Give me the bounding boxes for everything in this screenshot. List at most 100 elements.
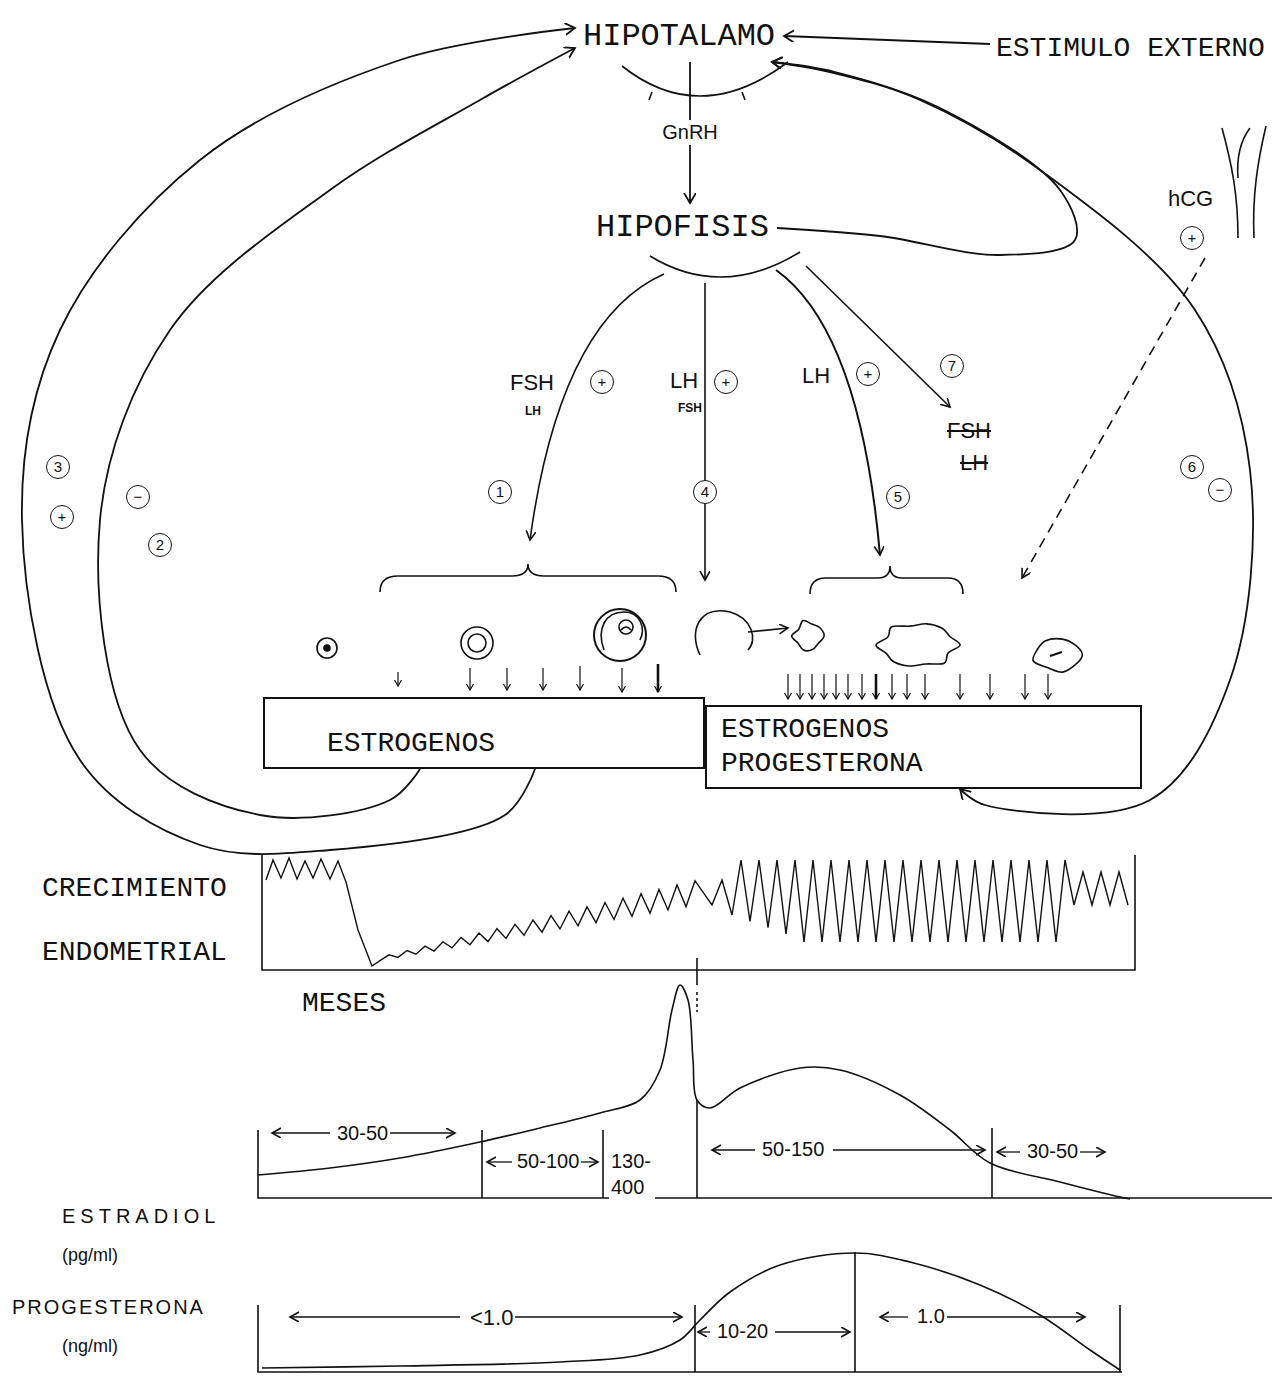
hormone-label: FSH xyxy=(676,402,704,416)
hormone-label: LH xyxy=(958,450,990,475)
range-arrow xyxy=(390,1132,455,1133)
secretion-arrow xyxy=(924,674,925,699)
luteal-body xyxy=(1033,639,1082,672)
secretion-arrow xyxy=(506,668,507,690)
secretion-arrow xyxy=(799,674,800,699)
secretion-arrow xyxy=(579,666,580,690)
callout-number: 4 xyxy=(693,480,717,504)
range-arrow xyxy=(997,1151,1020,1152)
range-arrow xyxy=(880,1316,908,1317)
axis-title: PROGESTERONA xyxy=(10,1296,207,1319)
follicle xyxy=(317,638,337,658)
feedback-connector xyxy=(772,62,1253,814)
chart-tick xyxy=(696,992,698,1012)
secretion-arrow xyxy=(835,674,836,699)
secretion-arrow xyxy=(1024,674,1025,699)
oocyte xyxy=(468,634,486,652)
axis-title: MESES xyxy=(300,988,388,1020)
secretion-arrow xyxy=(811,674,812,699)
range-value: 30-50 xyxy=(1025,1140,1080,1163)
secretion-arrow xyxy=(861,674,862,699)
sign-mark: + xyxy=(1180,226,1204,250)
hormone-label: LH xyxy=(800,363,832,388)
range-arrow xyxy=(1078,1151,1105,1152)
luteal-body xyxy=(876,624,960,666)
hormone-label: LH xyxy=(668,368,700,393)
secretion-arrow xyxy=(959,674,960,699)
estradiol-curve xyxy=(258,985,1130,1199)
sign-mark: + xyxy=(50,505,74,529)
vessel-symbol xyxy=(1222,126,1266,238)
range-arrow xyxy=(272,1132,330,1133)
secretion-arrow xyxy=(906,674,907,699)
brain-region: HIPOTALAMO xyxy=(575,12,784,62)
secretion-arrow xyxy=(1047,674,1048,699)
hormone-box: ESTROGENOS PROGESTERONA xyxy=(705,705,1142,789)
secretion-arrow xyxy=(875,674,878,699)
gland-region: HIPOFISIS xyxy=(588,203,777,253)
feedback-connector xyxy=(772,62,1077,255)
ovulation-arrow xyxy=(748,628,788,632)
hcg-arrow xyxy=(1022,258,1205,578)
hypothalamus-arc xyxy=(622,62,788,96)
hormone-label: FSH xyxy=(945,418,993,443)
range-value: 30-50 xyxy=(335,1122,390,1145)
follicle xyxy=(594,609,646,661)
follicle-antrum xyxy=(601,612,642,650)
hormone-arrow xyxy=(704,283,706,580)
node-text: ESTROGENOS xyxy=(327,727,693,761)
oocyte xyxy=(619,620,633,634)
range-value: 130-400 xyxy=(609,1148,655,1200)
node-text: ESTIMULO EXTERNO xyxy=(996,32,1265,66)
oocyte xyxy=(621,627,631,630)
range-value: 50-100 xyxy=(515,1150,581,1173)
sign-mark: + xyxy=(714,370,738,394)
albicans-mark xyxy=(1050,652,1062,656)
range-value: 50-150 xyxy=(760,1138,826,1161)
node-text: HIPOFISIS xyxy=(596,209,769,247)
sign-mark: − xyxy=(126,485,150,509)
secretion-arrow xyxy=(469,668,470,690)
follicle xyxy=(461,627,493,659)
chart-frame xyxy=(258,1252,1122,1372)
callout-number: 7 xyxy=(940,354,964,378)
secretion-arrow xyxy=(787,674,788,699)
chart-frame xyxy=(262,855,1135,970)
range-arrow xyxy=(833,1149,985,1150)
range-value: <1.0 xyxy=(468,1305,515,1330)
callout-number: 3 xyxy=(46,455,70,479)
secretion-arrow xyxy=(621,668,622,692)
range-value: 10-20 xyxy=(715,1320,770,1343)
callout-number: 2 xyxy=(148,533,172,557)
hormone-label: hCG xyxy=(1166,186,1215,211)
sign-mark: + xyxy=(856,362,880,386)
hormone-arrow xyxy=(776,270,880,555)
secretion-arrow xyxy=(542,668,543,690)
secretion-arrow xyxy=(989,674,990,699)
node-text: HIPOTALAMO xyxy=(583,18,776,56)
chart-tick xyxy=(696,958,698,985)
chart-group xyxy=(258,620,1130,1370)
chart-frame xyxy=(258,1100,1272,1198)
sign-mark: + xyxy=(590,370,614,394)
range-arrow xyxy=(945,1316,1085,1317)
callout-number: 5 xyxy=(886,485,910,509)
pituitary-arc xyxy=(650,252,800,277)
range-value: 1.0 xyxy=(915,1305,947,1328)
ovulation-figure xyxy=(695,611,752,655)
hormone-box: ESTROGENOS xyxy=(263,697,705,769)
unit-label: (ng/ml) xyxy=(60,1336,120,1357)
unit-label: (pg/ml) xyxy=(60,1245,120,1266)
oocyte xyxy=(324,645,330,651)
secretion-arrow xyxy=(823,674,824,699)
callout-number: 6 xyxy=(1180,455,1204,479)
secretion-arrow xyxy=(847,674,848,699)
sign-mark: − xyxy=(1208,478,1232,502)
range-arrow xyxy=(698,1331,710,1332)
secretion-arrow xyxy=(397,672,398,686)
feedback-connector xyxy=(98,48,575,818)
stimulus-label: ESTIMULO EXTERNO xyxy=(990,28,1271,70)
hormone-arrow xyxy=(530,274,664,540)
